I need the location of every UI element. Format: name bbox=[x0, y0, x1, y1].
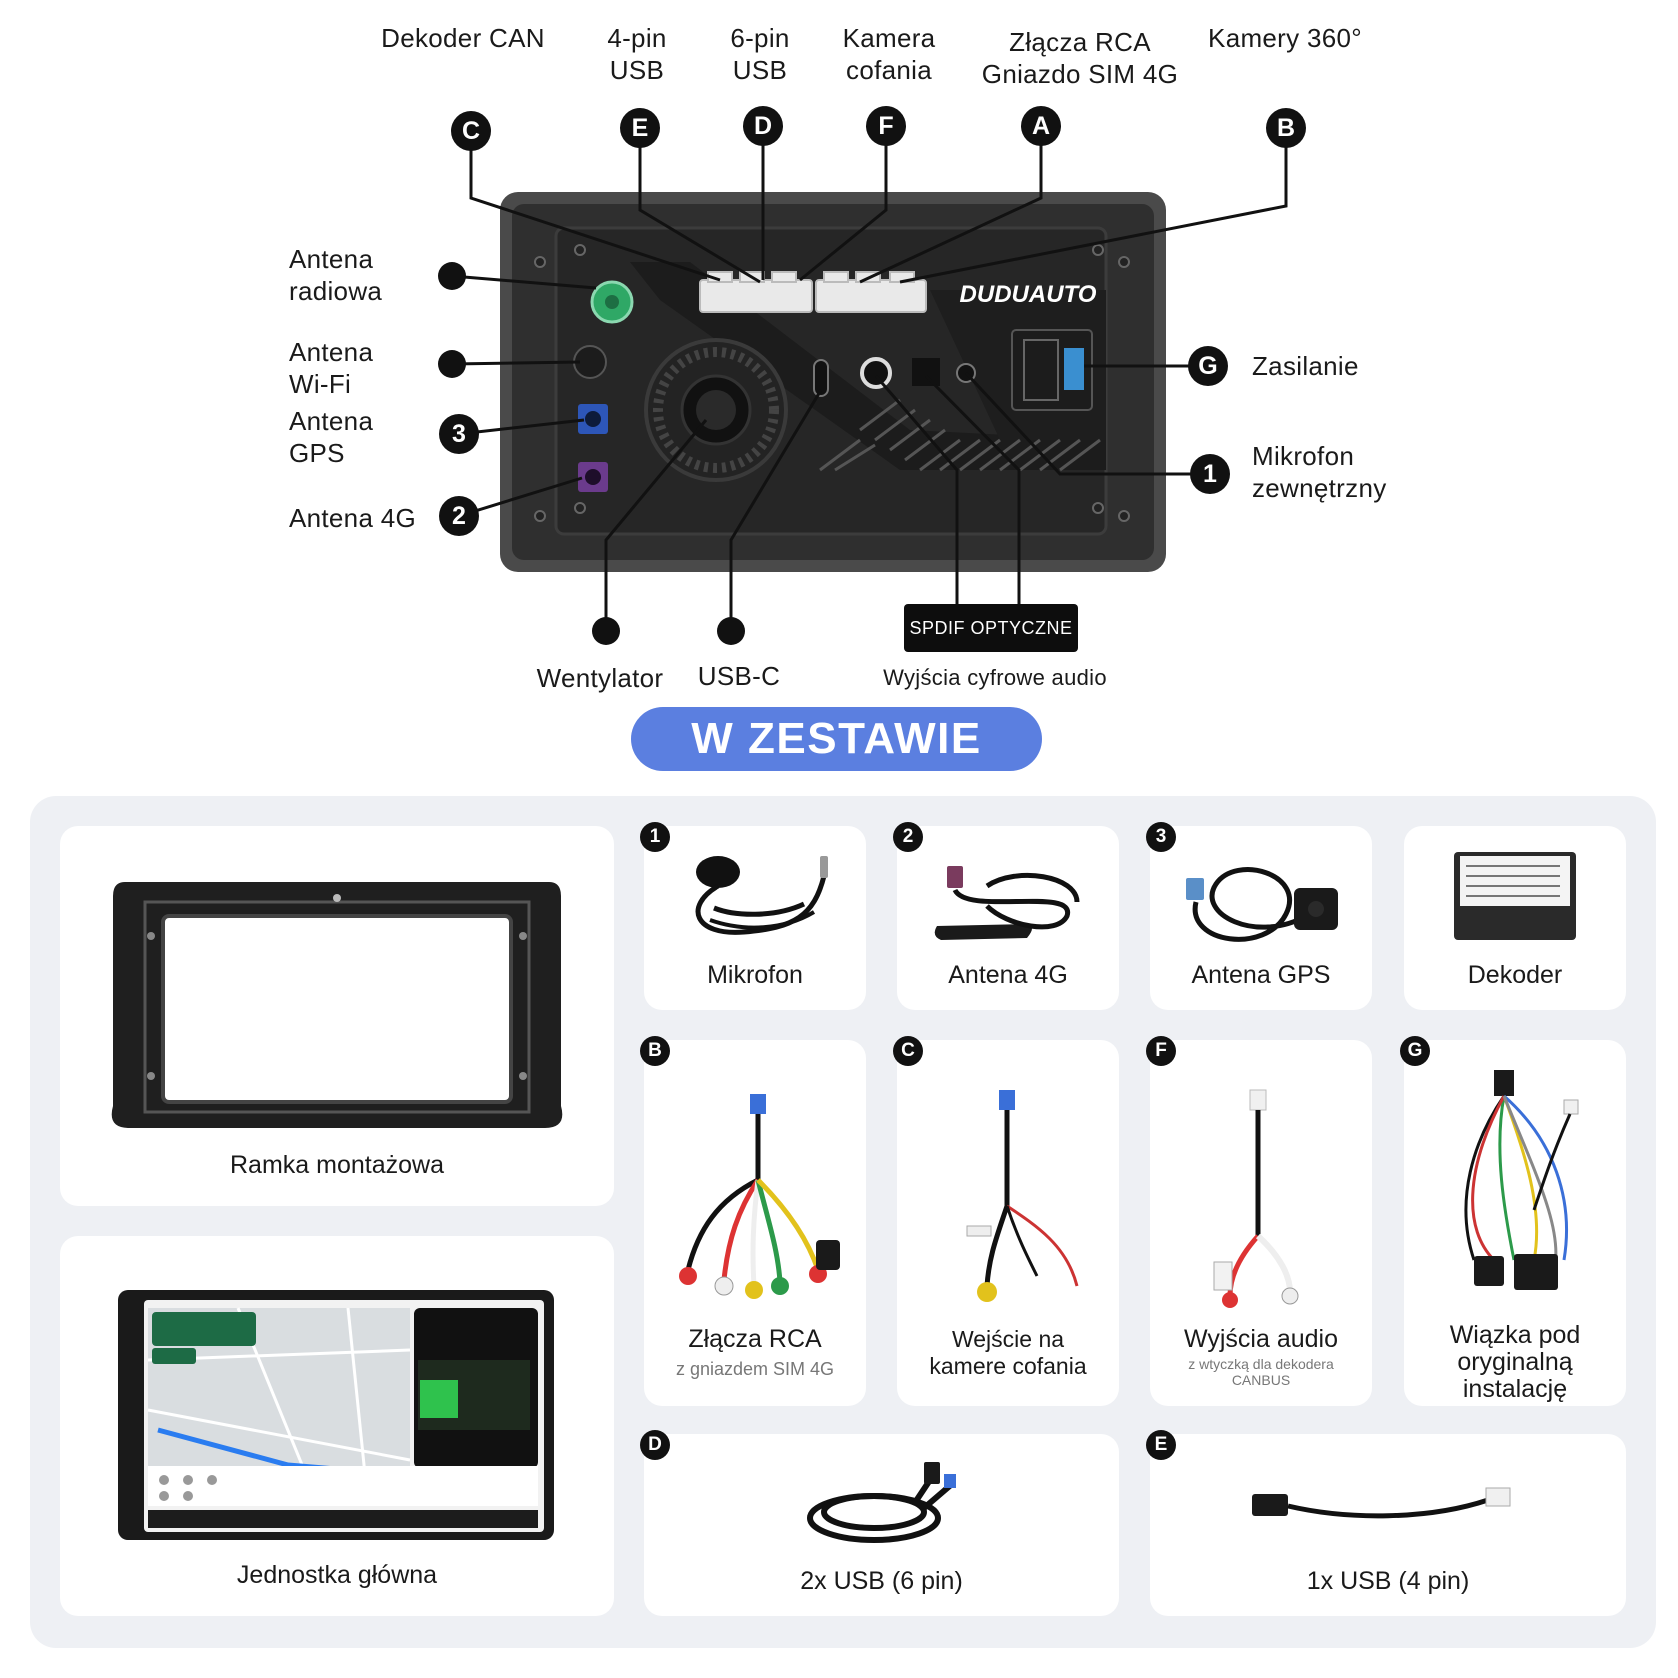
card-decoder: Dekoder bbox=[1404, 826, 1626, 1010]
dot-usbc bbox=[717, 617, 745, 645]
caption-antenna-4g: Antena 4G bbox=[948, 961, 1068, 989]
caption-rca: Złącza RCA bbox=[688, 1325, 822, 1353]
caption-usb6: 2x USB (6 pin) bbox=[800, 1567, 963, 1595]
audio-cable-image bbox=[1213, 1089, 1299, 1308]
badge-g: G bbox=[1188, 346, 1228, 386]
brand-logo: DUDUAUTO bbox=[960, 281, 1097, 308]
caption-audio: Wyjścia audio bbox=[1183, 1325, 1338, 1353]
card-usb4: 1x USB (4 pin) bbox=[1150, 1434, 1626, 1616]
badge-camera: C bbox=[893, 1036, 923, 1066]
decor-strip bbox=[630, 262, 1106, 470]
caption-mic: Mikrofon bbox=[707, 961, 803, 989]
card-head-unit: Jednostka główna bbox=[60, 1236, 614, 1616]
badge-mic: 1 bbox=[640, 822, 670, 852]
caption-head-unit: Jednostka główna bbox=[236, 1561, 438, 1589]
badge-1: 1 bbox=[1190, 454, 1230, 494]
label-zasilanie: Zasilanie bbox=[1252, 351, 1359, 381]
badge-rca: B bbox=[640, 1036, 670, 1066]
badge-b: B bbox=[1266, 108, 1306, 148]
badge-usb6: D bbox=[640, 1430, 670, 1460]
card-frame: Ramka montażowa bbox=[60, 826, 614, 1206]
power-connector bbox=[1011, 329, 1093, 411]
caption-usb4: 1x USB (4 pin) bbox=[1306, 1567, 1470, 1595]
spdif-optical-label: SPDIF OPTYCZNE bbox=[904, 604, 1078, 652]
label-wyjscia-cyfrowe: Wyjścia cyfrowe audio bbox=[883, 665, 1107, 690]
mounting-frame-image bbox=[111, 882, 563, 1128]
label-dekoder-can: Dekoder CAN bbox=[381, 23, 545, 53]
antenna-4g-image bbox=[934, 866, 1080, 940]
label-usbc: USB-C bbox=[697, 661, 781, 691]
usb6-cable-image bbox=[807, 1462, 956, 1543]
label-wentylator: Wentylator bbox=[536, 663, 664, 693]
badge-a: A bbox=[1021, 106, 1061, 146]
caption-rca-sub: z gniazdem SIM 4G bbox=[675, 1359, 835, 1379]
fan bbox=[644, 338, 788, 482]
usbc-port bbox=[813, 359, 829, 397]
card-rca: Złącza RCA z gniazdem SIM 4G bbox=[644, 1040, 866, 1406]
camera-cable-image bbox=[966, 1090, 1079, 1302]
badge-audio: F bbox=[1146, 1036, 1176, 1066]
harness-image bbox=[1464, 1070, 1579, 1290]
vent-hatch bbox=[819, 398, 1101, 472]
label-kamery-360: Kamery 360° bbox=[1208, 23, 1362, 53]
label-antena-4g: Antena 4G bbox=[289, 503, 417, 533]
caption-frame: Ramka montażowa bbox=[230, 1151, 444, 1179]
badge-e: E bbox=[620, 108, 660, 148]
head-unit-image bbox=[118, 1290, 554, 1540]
decoder-image bbox=[1454, 852, 1576, 940]
card-antenna-gps: Antena GPS bbox=[1150, 826, 1372, 1010]
section-title-w-zestawie: W ZESTAWIE bbox=[631, 707, 1042, 771]
card-antenna-4g: Antena 4G bbox=[897, 826, 1119, 1010]
card-usb6: 2x USB (6 pin) bbox=[644, 1434, 1119, 1616]
badge-antenna-gps: 3 bbox=[1146, 822, 1176, 852]
badge-antenna-4g: 2 bbox=[893, 822, 923, 852]
card-mic: Mikrofon bbox=[644, 826, 866, 1010]
badge-harness: G bbox=[1400, 1036, 1430, 1066]
optical-port bbox=[912, 358, 940, 386]
badge-d: D bbox=[743, 106, 783, 146]
antenna-gps-image bbox=[1186, 867, 1338, 942]
usb4-cable-image bbox=[1252, 1487, 1511, 1519]
badge-usb4: E bbox=[1146, 1430, 1176, 1460]
caption-decoder: Dekoder bbox=[1467, 961, 1563, 989]
badge-2: 2 bbox=[439, 496, 479, 536]
badge-c: C bbox=[451, 111, 491, 151]
caption-antenna-gps: Antena GPS bbox=[1191, 961, 1331, 989]
rca-cables-image bbox=[679, 1094, 840, 1299]
microphone-image bbox=[695, 856, 828, 935]
leader-lines bbox=[451, 126, 1288, 631]
badge-f: F bbox=[866, 106, 906, 146]
dot-wifi bbox=[438, 350, 466, 378]
dot-fan bbox=[592, 617, 620, 645]
dot-radio bbox=[438, 262, 466, 290]
badge-3: 3 bbox=[439, 414, 479, 454]
spdif-jack bbox=[860, 357, 892, 389]
unit-back-diagram: DUDUAUTO bbox=[451, 126, 1288, 631]
